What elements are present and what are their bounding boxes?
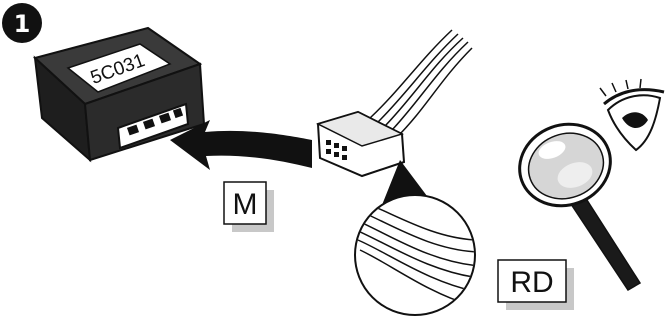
label-m-text: M <box>233 188 258 221</box>
step-number: 1 <box>14 10 31 38</box>
label-m: M <box>223 181 274 232</box>
label-rd-text: RD <box>510 266 553 299</box>
module-socket <box>116 102 190 150</box>
control-module: 5C031 <box>32 26 206 163</box>
wire-connector <box>315 29 473 210</box>
step-badge: 1 <box>2 3 42 43</box>
insert-arrow <box>170 120 312 170</box>
eye-icon <box>599 78 665 152</box>
magnifier-icon <box>518 122 642 292</box>
label-rd: RD <box>497 259 574 310</box>
wire-detail-circle <box>354 194 476 316</box>
